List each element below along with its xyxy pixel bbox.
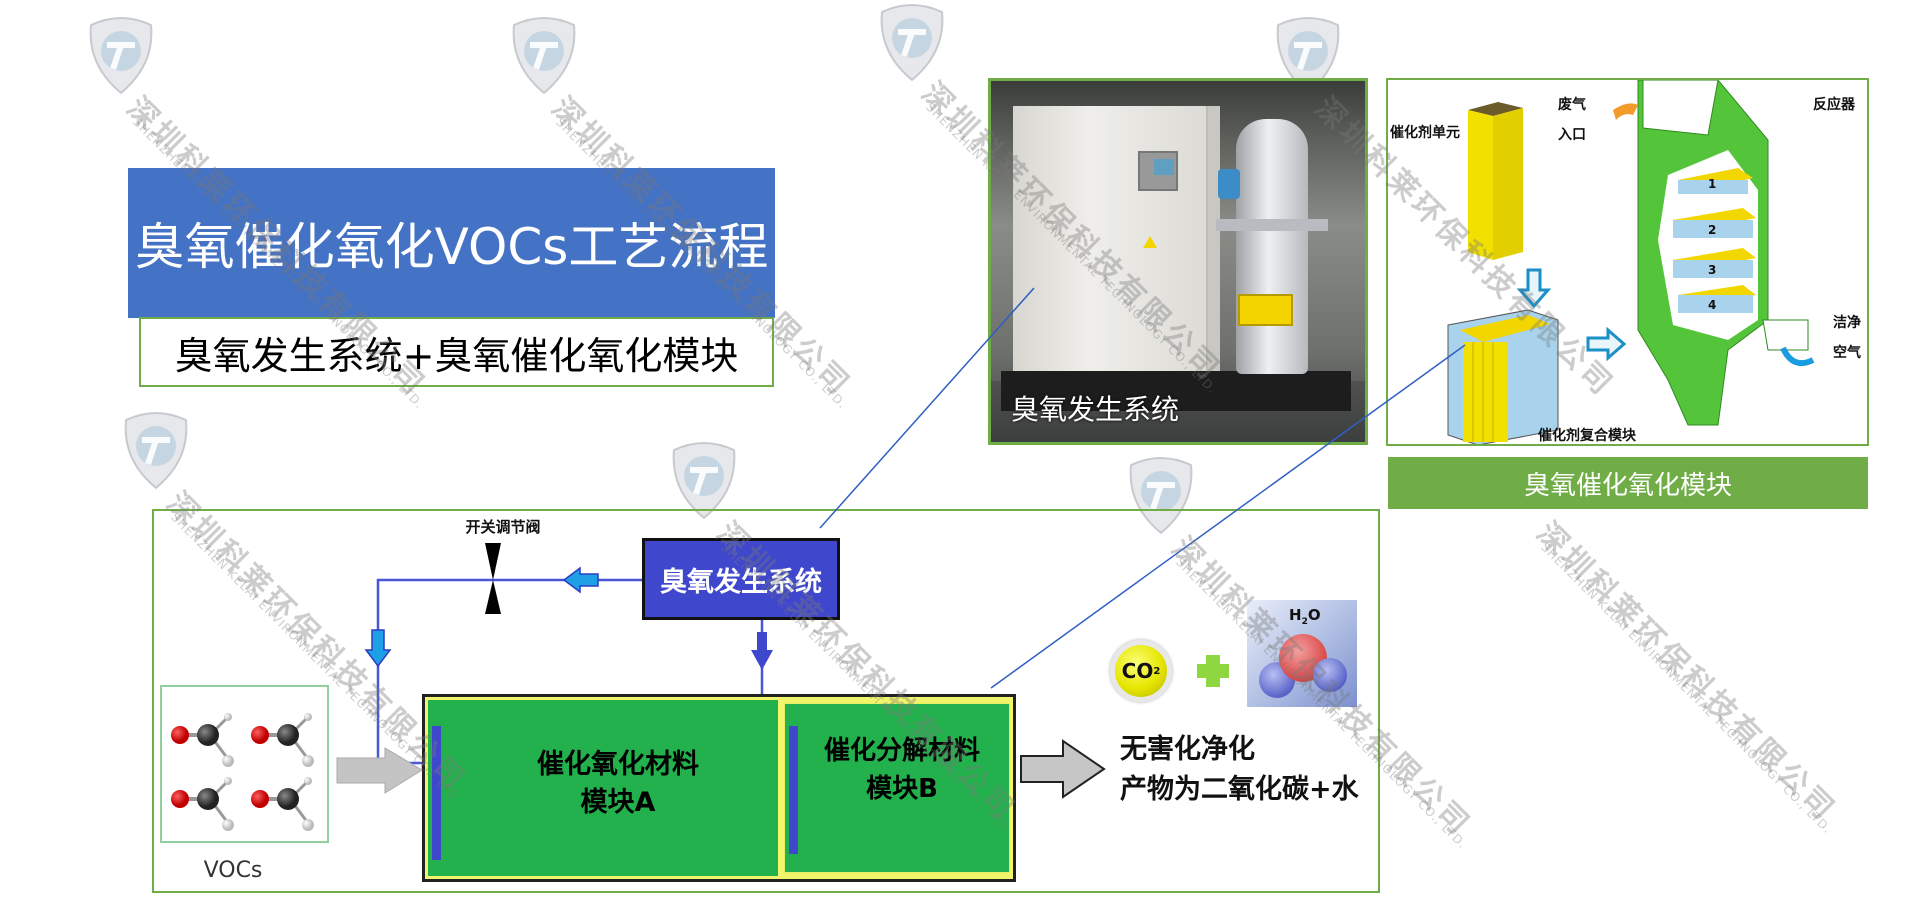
screen xyxy=(1154,159,1174,175)
module-a-line1: 催化氧化材料 xyxy=(537,749,699,780)
label-air: 空气 xyxy=(1833,345,1861,361)
valve-icon xyxy=(485,543,501,580)
vocs-label: VOCs xyxy=(203,858,263,883)
label-clean: 洁净 xyxy=(1833,315,1861,331)
label-inlet: 入口 xyxy=(1558,127,1586,143)
module-b: 催化分解材料 模块B xyxy=(784,703,1010,873)
output-line2: 产物为二氧化碳+水 xyxy=(1120,774,1359,805)
module-a: 催化氧化材料 模块A xyxy=(428,700,778,876)
output-description: 无害化净化 产物为二氧化碳+水 xyxy=(1120,730,1359,810)
output-line1: 无害化净化 xyxy=(1120,734,1255,765)
layer-number: 2 xyxy=(1708,223,1717,237)
molecule-icon xyxy=(171,713,314,831)
page-subtitle: 臭氧发生系统+臭氧催化氧化模块 xyxy=(139,317,774,387)
module-a-inlet-bar xyxy=(432,726,441,860)
reactor-illustration xyxy=(1447,80,1815,444)
plus-icon xyxy=(1197,655,1229,687)
connector-line-reactor xyxy=(990,344,1466,689)
tank-ring xyxy=(1216,219,1328,231)
label-composite-module: 催化剂复合模块 xyxy=(1538,428,1636,444)
arrow-down-icon xyxy=(751,632,773,670)
generator-base xyxy=(1001,371,1351,411)
process-flow-diagram xyxy=(152,509,1380,893)
generator-tank xyxy=(1216,119,1328,374)
layer-number: 3 xyxy=(1708,263,1717,277)
input-arrow-icon xyxy=(336,747,423,794)
catalyst-module-assembly: 催化氧化材料 模块A 催化分解材料 模块B xyxy=(422,694,1016,882)
valve-label: 开关调节阀 xyxy=(465,518,541,536)
control-panel xyxy=(1138,151,1178,191)
reactor-module-label: 臭氧催化氧化模块 xyxy=(1388,457,1868,509)
module-b-line1: 催化分解材料 xyxy=(823,736,980,766)
warning-icon xyxy=(1143,236,1157,248)
catalyst-layers xyxy=(1673,168,1756,313)
module-a-label: 催化氧化材料 模块A xyxy=(468,746,768,822)
layer-number: 4 xyxy=(1708,298,1717,312)
h2o-molecule-icon: H2O xyxy=(1247,600,1357,707)
page-title: 臭氧催化氧化VOCs工艺流程 xyxy=(128,168,775,318)
vocs-molecules xyxy=(160,685,329,843)
output-arrow-icon xyxy=(1020,739,1106,799)
module-b-line2: 模块B xyxy=(866,774,938,804)
cabinet-side xyxy=(1208,106,1220,376)
hydrogen-atom xyxy=(1313,658,1347,692)
ozone-generator-photo: 臭氧发生系统 xyxy=(988,78,1368,445)
label-reactor: 反应器 xyxy=(1813,97,1855,113)
filter-unit xyxy=(1218,169,1240,199)
photo-caption: 臭氧发生系统 xyxy=(1011,393,1180,426)
gauge-box xyxy=(1238,294,1293,326)
label-catalyst-unit: 催化剂单元 xyxy=(1390,125,1460,141)
label-waste-gas: 废气 xyxy=(1558,97,1586,113)
co2-text: CO xyxy=(1121,659,1154,683)
layer-number: 1 xyxy=(1708,177,1717,191)
generator-cabinet xyxy=(1013,106,1220,376)
module-b-label: 催化分解材料 模块B xyxy=(797,732,1007,808)
module-a-line2: 模块A xyxy=(580,787,656,818)
arrow-left-icon xyxy=(562,566,599,594)
h2o-label: H2O xyxy=(1289,606,1321,627)
reactor-diagram: 催化剂单元 废气 入口 反应器 洁净 空气 催化剂复合模块 1 2 3 4 xyxy=(1386,78,1869,446)
module-b-inlet-bar xyxy=(789,726,798,854)
arrow-down-icon xyxy=(364,629,392,668)
co2-subscript: 2 xyxy=(1153,665,1161,677)
ozone-system-box: 臭氧发生系统 xyxy=(642,538,840,620)
connector-line-photo xyxy=(819,287,1035,529)
